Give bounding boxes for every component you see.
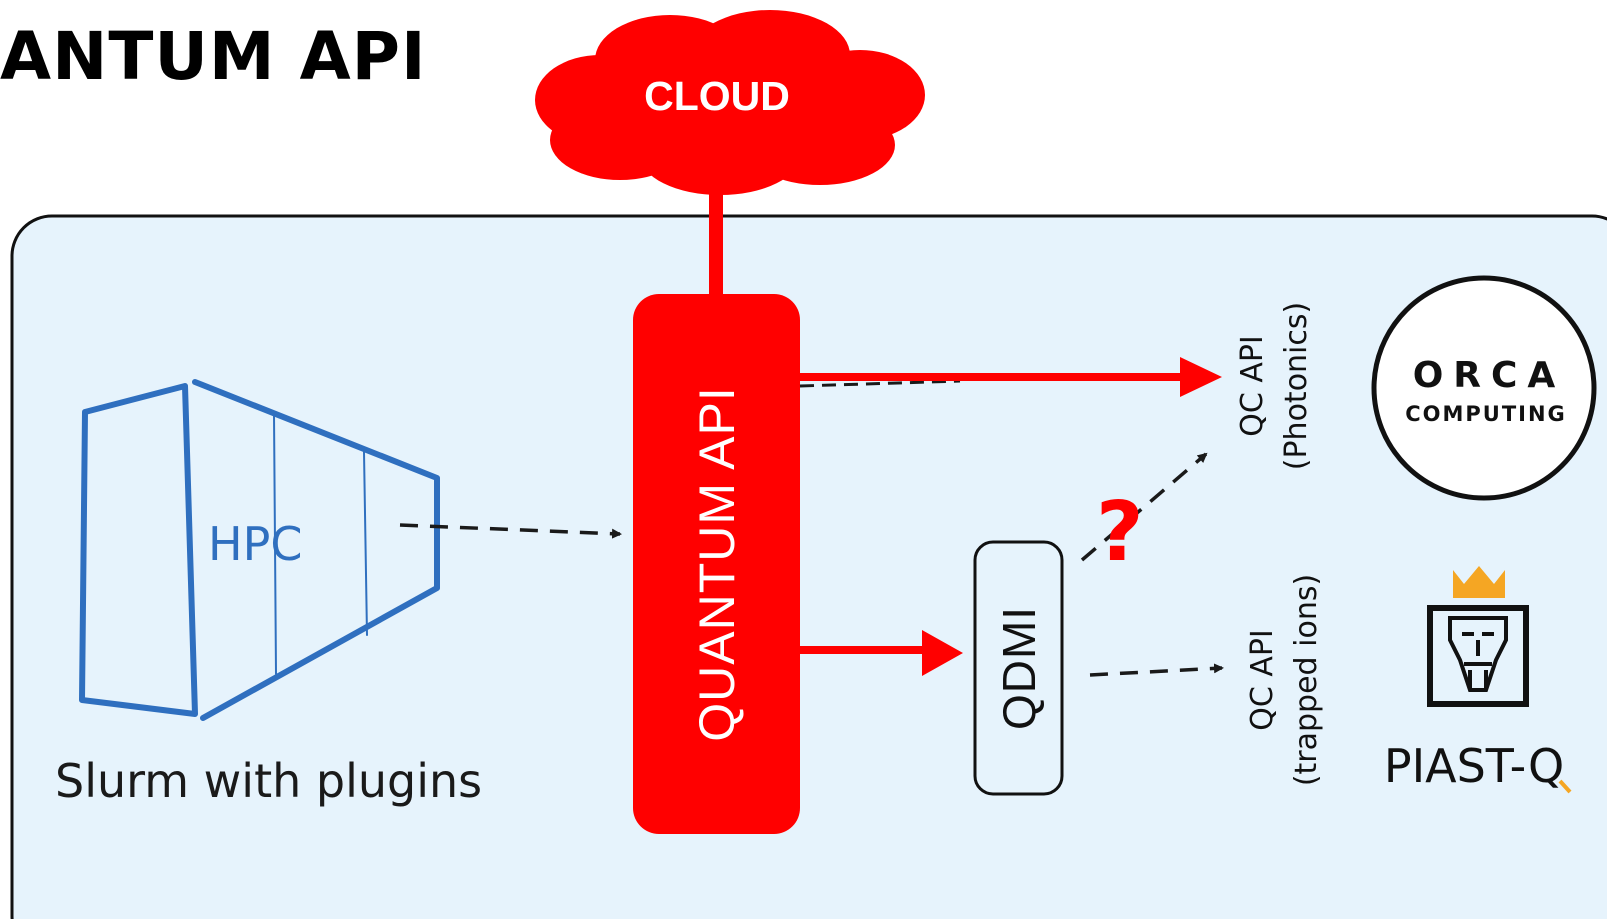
system-panel: [10, 214, 1607, 919]
cloud-label: CLOUD: [644, 73, 790, 119]
quantum-api-label: QUANTUM API: [689, 386, 745, 741]
piast-q-logo: PIAST-Q: [1384, 566, 1572, 794]
crown-icon: [1453, 566, 1505, 598]
qc-api-trapped-ions-label: QC API (trapped ions): [1245, 574, 1324, 786]
qdmi-label: QDMI: [993, 606, 1045, 730]
piast-emblem-frame: [1427, 605, 1529, 707]
qdmi-to-trapped-ions-arrow: [1089, 663, 1224, 677]
piast-face-icon: [1448, 616, 1508, 692]
piast-q-label: PIAST-Q: [1384, 739, 1564, 793]
orca-logo-line2: COMPUTING: [1405, 402, 1567, 426]
hpc-label: HPC: [208, 517, 302, 571]
hpc-rack-icon: [79, 379, 440, 721]
orca-computing-logo: ORCA COMPUTING: [1371, 275, 1597, 501]
qdmi-to-photonics-arrow: [1080, 452, 1208, 562]
qc-api-photonics-label: QC API (Photonics): [1235, 302, 1314, 470]
qc-api-ions-line1: QC API: [1245, 629, 1280, 731]
quantum-api-dashed-trace: [799, 379, 961, 388]
piast-q-accent: [1558, 779, 1572, 794]
quantum-api-to-photonics-arrowhead: [1180, 357, 1222, 397]
hpc-to-quantum-api-arrow: [399, 523, 622, 539]
qdmi-box: [973, 540, 1064, 796]
qc-api-photonics-line1: QC API: [1235, 335, 1270, 437]
quantum-api-to-qdmi-arrowhead: [922, 630, 963, 676]
cloud-icon: [535, 10, 925, 195]
page-title: ANTUM API: [0, 18, 427, 95]
question-mark: ?: [1096, 485, 1144, 580]
quantum-api-block: [633, 294, 800, 834]
slurm-caption: Slurm with plugins: [55, 754, 482, 808]
orca-logo-line1: ORCA: [1413, 355, 1566, 396]
qc-api-photonics-line2: (Photonics): [1279, 302, 1314, 470]
qc-api-ions-line2: (trapped ions): [1289, 574, 1324, 786]
